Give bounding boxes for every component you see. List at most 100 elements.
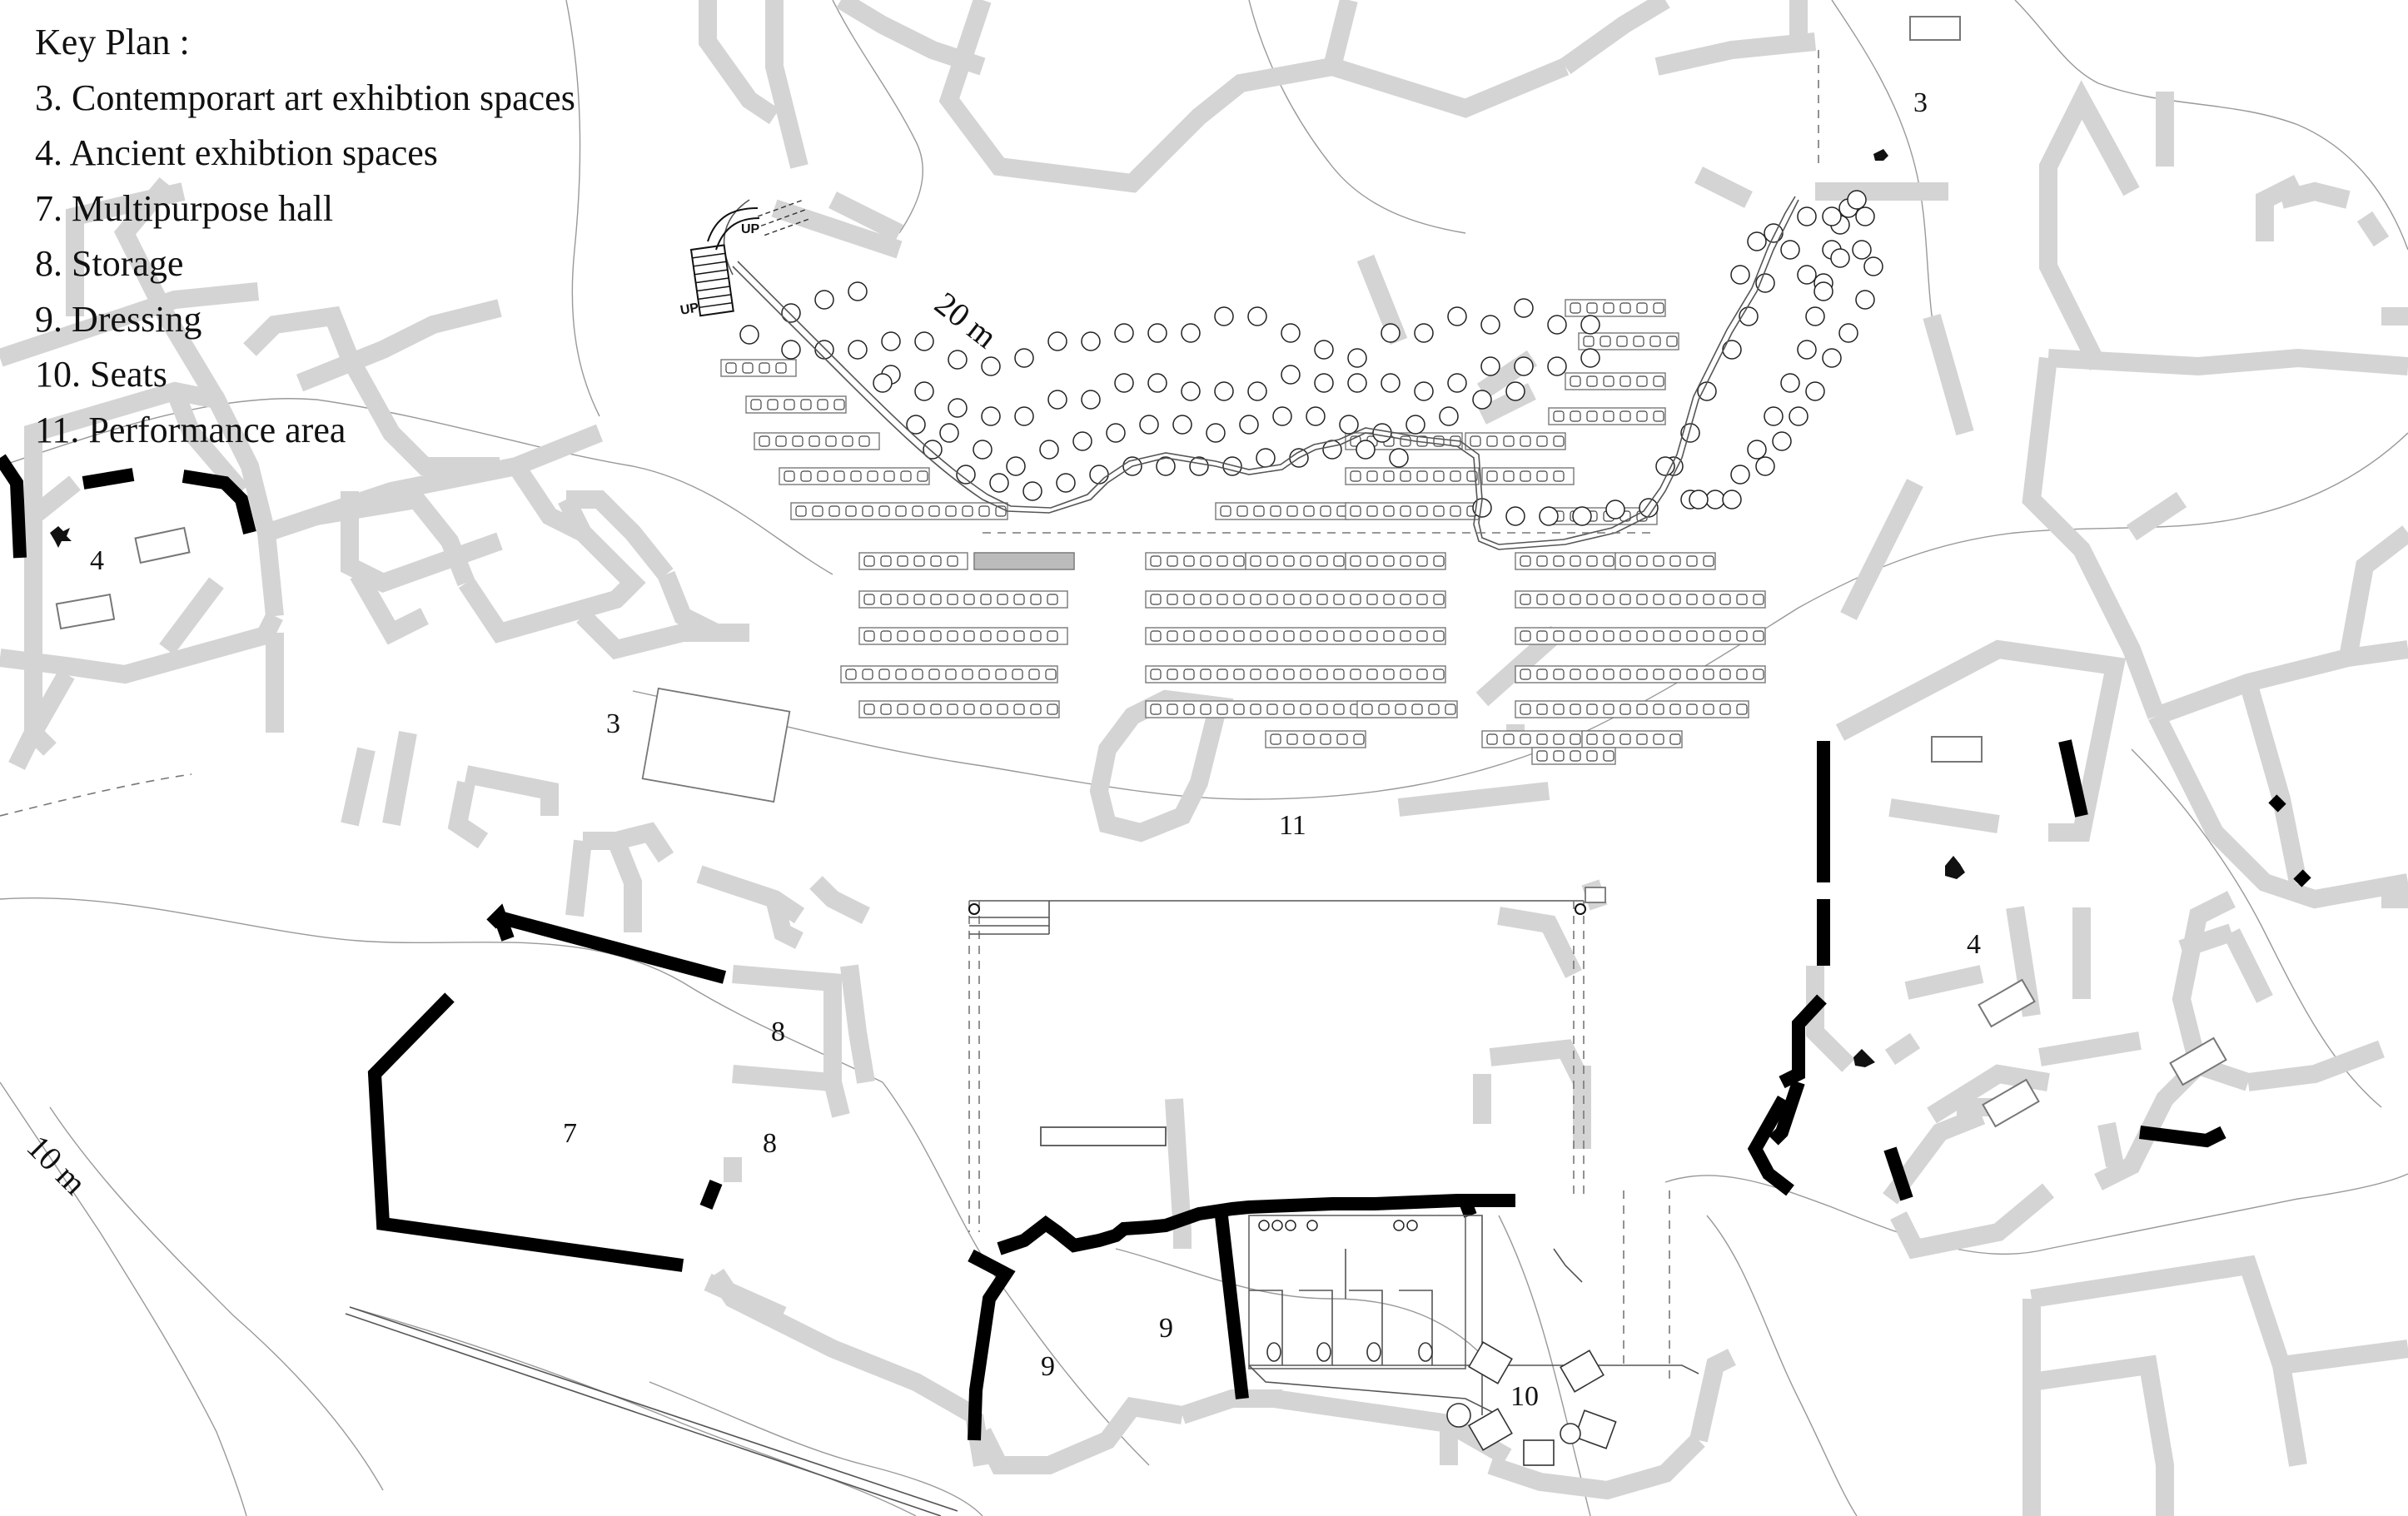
seat xyxy=(1536,630,1548,642)
chair xyxy=(1755,456,1775,476)
seat xyxy=(1433,555,1445,567)
amphitheatre-seating xyxy=(720,299,1766,765)
display-blocks xyxy=(55,16,2227,1146)
seat xyxy=(1200,555,1211,567)
seat xyxy=(1366,630,1378,642)
chair xyxy=(1680,423,1700,443)
seat xyxy=(1736,669,1748,680)
chair xyxy=(1805,381,1825,401)
seat xyxy=(1583,336,1595,347)
chair xyxy=(1347,348,1367,368)
seat xyxy=(945,669,957,680)
seat xyxy=(978,669,990,680)
seat-row xyxy=(1345,467,1480,485)
chair xyxy=(1022,481,1042,501)
seat xyxy=(1553,750,1565,762)
seat xyxy=(845,669,857,680)
chair xyxy=(848,340,868,360)
seat xyxy=(1636,594,1648,605)
chair xyxy=(1014,406,1034,426)
seat xyxy=(1586,630,1598,642)
seat xyxy=(1167,669,1178,680)
seat xyxy=(963,630,975,642)
seat xyxy=(1366,594,1378,605)
seat xyxy=(1167,703,1178,715)
seat xyxy=(812,505,823,517)
seat xyxy=(912,505,923,517)
seat xyxy=(1013,594,1025,605)
seat xyxy=(880,703,892,715)
seat xyxy=(1383,594,1395,605)
seat xyxy=(1283,630,1295,642)
seat xyxy=(1719,630,1731,642)
seat xyxy=(980,630,992,642)
seat-row xyxy=(858,700,1060,718)
chair xyxy=(1014,348,1034,368)
seat xyxy=(1030,594,1042,605)
seat xyxy=(1266,594,1278,605)
seat xyxy=(1383,630,1395,642)
seat xyxy=(1633,336,1644,347)
seat xyxy=(1666,336,1678,347)
seat xyxy=(913,594,925,605)
seat xyxy=(930,703,942,715)
seat xyxy=(1416,505,1428,517)
seat xyxy=(862,505,873,517)
washroom xyxy=(1248,1215,1699,1416)
seat xyxy=(1703,594,1714,605)
seat xyxy=(1619,669,1631,680)
seat xyxy=(1433,470,1445,482)
seat xyxy=(1183,669,1195,680)
chair xyxy=(1447,373,1467,393)
seat xyxy=(1653,669,1664,680)
seat xyxy=(1220,505,1231,517)
seat xyxy=(1486,733,1498,745)
seat xyxy=(1366,470,1378,482)
chair xyxy=(1172,415,1192,435)
seat xyxy=(945,505,957,517)
seat xyxy=(1047,630,1058,642)
chair xyxy=(781,340,801,360)
seat xyxy=(1686,594,1698,605)
chair xyxy=(1372,423,1392,443)
label-4-right: 4 xyxy=(1967,929,1981,960)
seat xyxy=(980,703,992,715)
seat xyxy=(1433,630,1445,642)
seat xyxy=(1520,594,1531,605)
chair xyxy=(1822,206,1842,226)
label-9-right: 9 xyxy=(1159,1313,1173,1344)
seat xyxy=(1366,555,1378,567)
seat xyxy=(1300,703,1311,715)
seat xyxy=(759,362,770,374)
legend-item-9: 9. Dressing xyxy=(35,298,202,340)
seat xyxy=(980,594,992,605)
chair xyxy=(1580,348,1600,368)
seat xyxy=(1266,669,1278,680)
chair xyxy=(1414,381,1434,401)
seat xyxy=(1316,703,1328,715)
chair xyxy=(1256,448,1276,468)
chair xyxy=(814,290,834,310)
seat xyxy=(767,399,779,410)
legend-item-3: 3. Contemporart art exhibtion spaces xyxy=(35,77,575,118)
seat xyxy=(1686,630,1698,642)
seat xyxy=(1636,302,1648,314)
seat xyxy=(1378,703,1390,715)
seat xyxy=(1167,630,1178,642)
seat xyxy=(1753,594,1764,605)
seat xyxy=(1150,630,1162,642)
chair xyxy=(1838,323,1858,343)
seat xyxy=(1603,630,1614,642)
seat xyxy=(1619,630,1631,642)
chair xyxy=(1347,373,1367,393)
legend-title: Key Plan : xyxy=(35,22,190,62)
chair xyxy=(1780,373,1800,393)
chair xyxy=(1747,440,1767,460)
seat xyxy=(1503,470,1515,482)
hillside-chairs xyxy=(739,190,1883,526)
chair xyxy=(1206,423,1226,443)
seat xyxy=(1753,630,1764,642)
seat xyxy=(775,435,787,447)
label-11: 11 xyxy=(1279,810,1306,841)
seat xyxy=(1669,733,1681,745)
